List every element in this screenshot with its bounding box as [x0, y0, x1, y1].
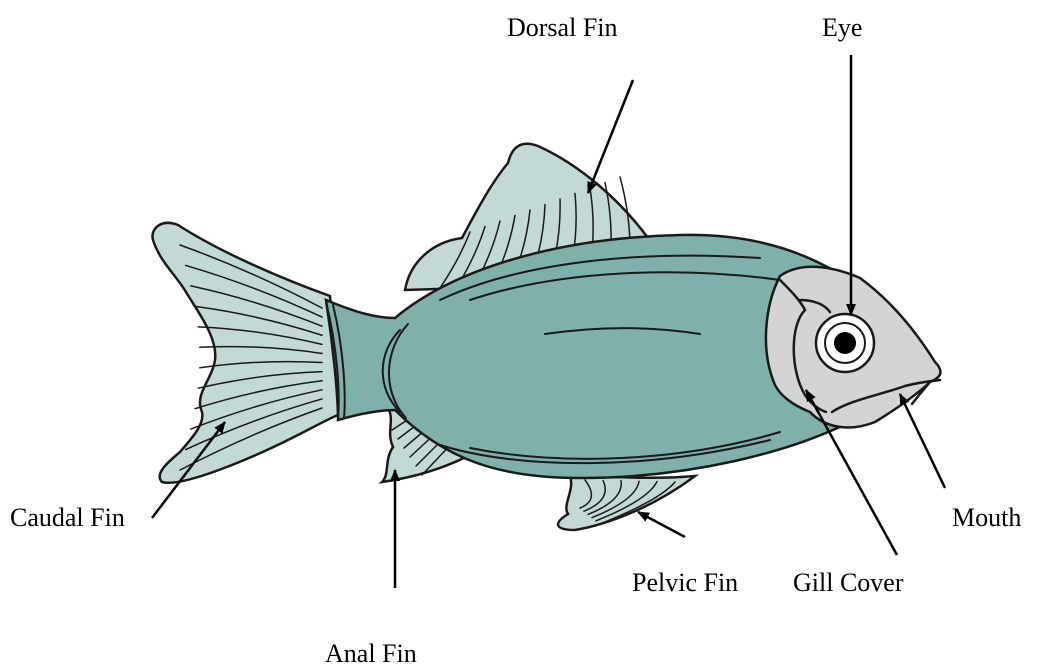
arrow-dorsal-fin — [588, 80, 633, 193]
label-dorsal-fin: Dorsal Fin — [507, 15, 618, 41]
label-pelvic-fin: Pelvic Fin — [632, 570, 738, 596]
arrow-pelvic-fin — [638, 512, 685, 537]
caudal-fin — [152, 223, 340, 483]
pelvic-fin — [558, 476, 695, 530]
eye-pupil — [834, 332, 856, 354]
label-gill-cover: Gill Cover — [793, 570, 904, 596]
label-anal-fin: Anal Fin — [325, 641, 417, 667]
label-caudal-fin: Caudal Fin — [10, 505, 125, 531]
label-eye: Eye — [822, 15, 862, 41]
label-mouth: Mouth — [952, 505, 1021, 531]
arrow-mouth — [900, 394, 945, 488]
